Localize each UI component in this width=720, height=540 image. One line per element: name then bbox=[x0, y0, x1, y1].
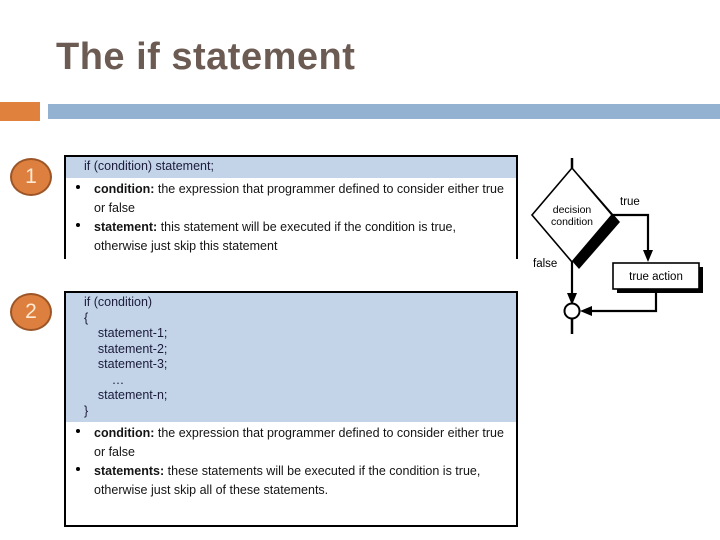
list-item: condition: the expression that programme… bbox=[72, 424, 510, 462]
code-line: … bbox=[84, 372, 125, 387]
true-branch-line bbox=[612, 213, 650, 250]
code-band-2: if (condition) { statement-1; statement-… bbox=[66, 293, 516, 422]
true-action-label: true action bbox=[629, 271, 683, 283]
label-true: true bbox=[620, 196, 640, 208]
syntax-block-1: if (condition) statement; condition: the… bbox=[64, 155, 518, 259]
code-line: statement-3; bbox=[84, 357, 168, 371]
list-item: condition: the expression that programme… bbox=[72, 180, 510, 218]
bullet-term: statement: bbox=[94, 219, 158, 234]
bullet-dot-icon bbox=[76, 222, 80, 227]
decision-label-line1: decision bbox=[553, 204, 592, 216]
bullet-rest: the expression that programmer defined t… bbox=[94, 426, 504, 459]
bullet-text: statement: this statement will be execut… bbox=[94, 220, 456, 253]
merge-node-circle bbox=[563, 302, 581, 320]
title-rule-orange-accent bbox=[0, 102, 40, 121]
code-line: statement-1; bbox=[84, 326, 168, 340]
number-badge-1: 1 bbox=[10, 158, 52, 196]
list-item: statement: this statement will be execut… bbox=[72, 218, 510, 256]
syntax-block-2: if (condition) { statement-1; statement-… bbox=[64, 291, 518, 527]
page-title: The if statement bbox=[56, 36, 356, 78]
code-line: if (condition) statement; bbox=[84, 159, 214, 173]
title-rule-blue-bar bbox=[48, 104, 720, 119]
true-branch-arrowhead bbox=[643, 250, 653, 262]
label-false: false bbox=[533, 258, 557, 270]
bullet-text: condition: the expression that programme… bbox=[94, 426, 504, 459]
false-branch-arrowhead bbox=[567, 293, 577, 305]
code-line: statement-n; bbox=[84, 388, 168, 402]
code-band-1: if (condition) statement; bbox=[66, 157, 516, 178]
if-statement-flowchart: decision condition true true action fals… bbox=[520, 150, 720, 340]
bullet-dot-icon bbox=[76, 467, 80, 471]
merge-return-arrowhead bbox=[580, 306, 592, 316]
code-line: } bbox=[84, 403, 89, 418]
bullet-text: condition: the expression that programme… bbox=[94, 182, 504, 215]
code-line: statement-2; bbox=[84, 341, 168, 356]
merge-return-line bbox=[592, 289, 658, 313]
bullet-term: condition: bbox=[94, 426, 155, 440]
bullet-text: statements: these statements will be exe… bbox=[94, 464, 480, 497]
bullet-rest: the expression that programmer defined t… bbox=[94, 181, 504, 215]
bullet-term: condition: bbox=[94, 181, 155, 196]
bullet-dot-icon bbox=[76, 184, 80, 189]
bullet-list-2: condition: the expression that programme… bbox=[66, 422, 516, 503]
code-line: if (condition) bbox=[84, 295, 153, 309]
bullet-term: statements: bbox=[94, 464, 165, 478]
number-badge-2: 2 bbox=[10, 293, 52, 331]
decision-label-line2: condition bbox=[551, 216, 593, 228]
code-line: { bbox=[84, 310, 89, 325]
bullet-dot-icon bbox=[76, 429, 80, 433]
bullet-rest: these statements will be executed if the… bbox=[94, 464, 481, 497]
list-item: statements: these statements will be exe… bbox=[72, 462, 510, 500]
bullet-rest: this statement will be executed if the c… bbox=[94, 219, 456, 253]
bullet-list-1: condition: the expression that programme… bbox=[66, 177, 516, 259]
